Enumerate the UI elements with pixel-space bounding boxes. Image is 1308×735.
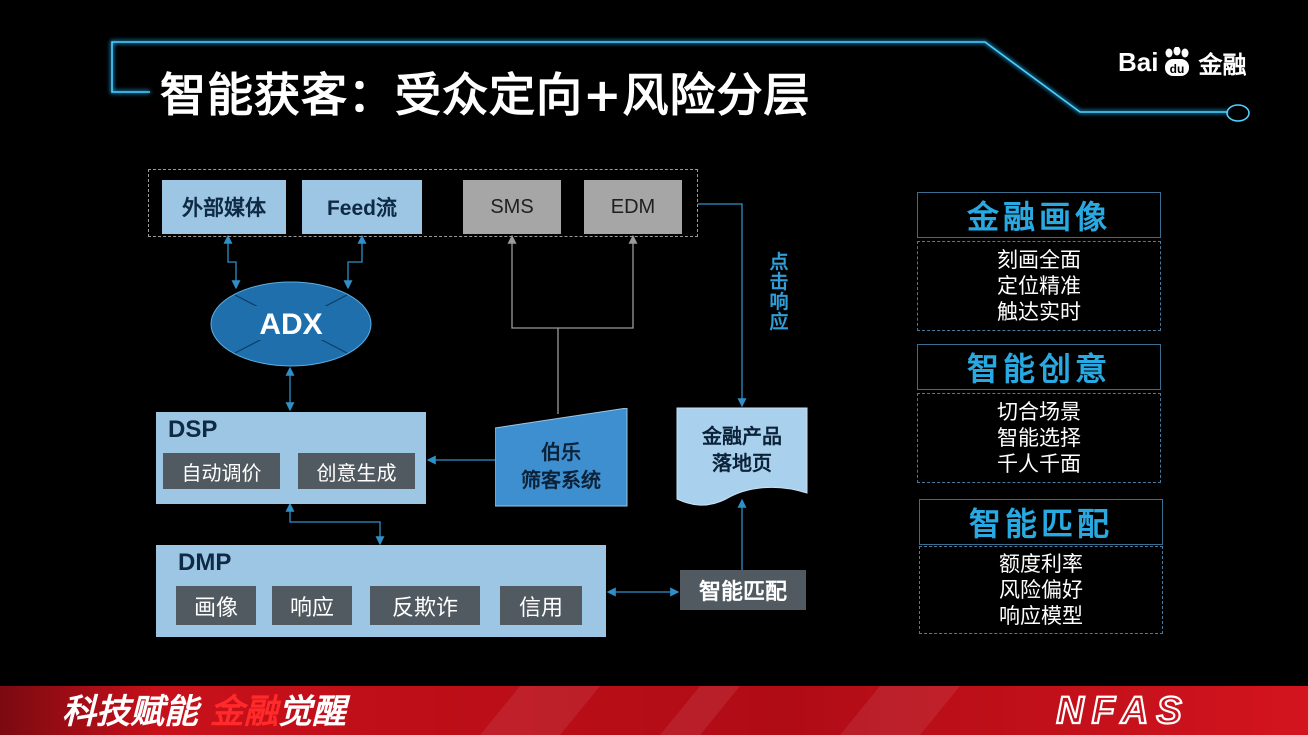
panel-financial-profile-item: 定位精准 [997,274,1081,298]
landing-label-line-1: 金融产品 [701,424,782,448]
dmp-item-response: 响应 [272,586,352,625]
dmp-item-credit: 信用 [500,586,582,625]
panel-financial-profile-list: 刻画全面 定位精准 触达实时 [917,241,1161,331]
dsp-title: DSP [168,416,218,443]
dsp-item-auto-bidding: 自动调价 [163,453,280,489]
media-channels-frame [148,169,698,237]
external-media-box: 外部媒体 [162,180,286,234]
panel-smart-match-item: 风险偏好 [999,578,1083,602]
nfas-brand-text: NFAS [1056,690,1189,730]
footer-slogan: 科技赋能 金融觉醒 [62,690,346,734]
panel-smart-match-item: 额度利率 [999,552,1083,576]
panel-smart-creative-item: 智能选择 [997,426,1081,450]
dmp-item-anti-fraud: 反欺诈 [370,586,480,625]
panel-smart-creative-list: 切合场景 智能选择 千人千面 [917,393,1161,483]
panel-financial-profile-item: 触达实时 [997,300,1081,324]
panel-smart-creative-item: 千人千面 [997,452,1081,476]
panel-financial-profile-title: 金融画像 [917,192,1161,238]
edm-box: EDM [584,180,682,234]
logo-text-du: du [1170,62,1185,76]
dsp-panel: DSP 自动调价 创意生成 [156,412,426,504]
sms-box: SMS [463,180,561,234]
bole-label-line-1: 伯乐 [541,440,581,464]
dmp-panel: DMP 画像 响应 反欺诈 信用 [156,545,606,637]
logo-text-finance: 金融 [1198,50,1247,79]
panel-smart-match-list: 额度利率 风险偏好 响应模型 [919,546,1163,634]
paw-icon: du [1160,46,1194,77]
landing-label-line-2: 落地页 [712,451,772,475]
slogan-part-1: 科技赋能 [62,692,198,732]
adx-node: ADX [210,281,372,367]
slogan-part-highlight: 金融 [209,692,278,732]
adx-label: ADX [259,308,322,341]
panel-smart-creative-title: 智能创意 [917,344,1161,390]
baidu-finance-logo: Bai du 金融 [1118,44,1246,80]
feed-stream-box: Feed流 [302,180,422,234]
dsp-item-creative-generation: 创意生成 [298,453,415,489]
logo-text-bai: Bai [1118,46,1159,77]
nfas-brand-logo: NFAS [1055,690,1189,730]
panel-smart-creative-item: 切合场景 [997,400,1081,424]
landing-page-node: 金融产品 落地页 [676,407,808,506]
page-title: 智能获客：受众定向+风险分层 [160,68,811,122]
panel-smart-match-title: 智能匹配 [919,499,1163,545]
bole-screening-system-node: 伯乐 筛客系统 [495,408,628,507]
dmp-item-profile: 画像 [176,586,256,625]
smart-match-node: 智能匹配 [680,570,806,610]
panel-smart-match-item: 响应模型 [999,604,1083,628]
dmp-title: DMP [178,549,232,576]
click-response-label: 点击响应 [769,251,789,333]
footer-banner [0,686,1308,735]
slogan-part-2: 觉醒 [277,692,346,732]
panel-financial-profile-item: 刻画全面 [997,248,1081,272]
bole-label-line-2: 筛客系统 [521,468,601,492]
